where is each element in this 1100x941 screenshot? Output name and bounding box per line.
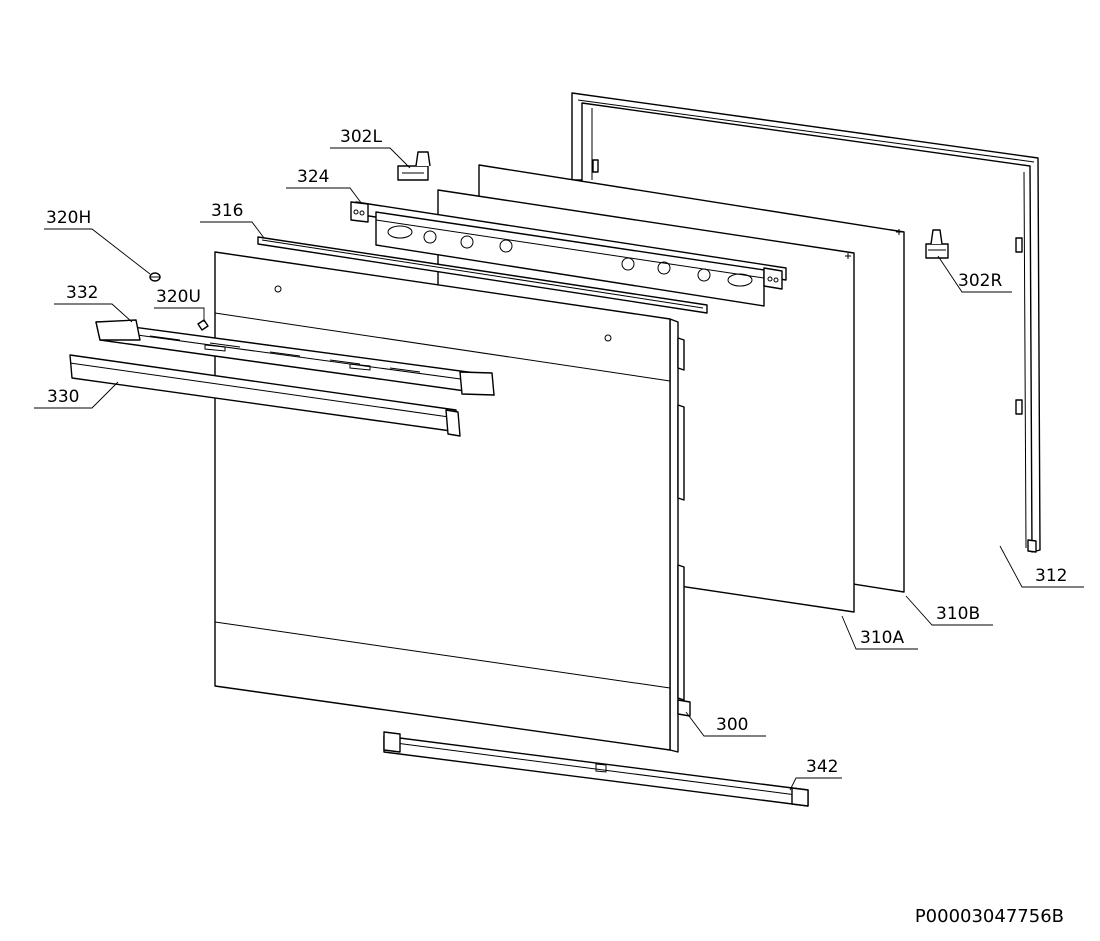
part-342-bottom-profile: [383, 731, 809, 807]
leader-lines: [34, 147, 1084, 791]
label-320U: 320U: [156, 287, 201, 307]
label-342: 342: [806, 757, 838, 777]
part-324-bracket: [350, 201, 787, 307]
part-300-front-panel: [214, 251, 691, 753]
part-302L-hinge-clip: [397, 151, 431, 181]
label-310B: 310B: [936, 604, 980, 624]
part-330-handle-profile: [69, 354, 461, 437]
label-312: 312: [1035, 566, 1067, 586]
label-302R: 302R: [958, 271, 1002, 291]
part-332-vent-bracket: [95, 319, 495, 396]
part-302R-hinge-clip: [925, 229, 949, 259]
document-id: P00003047756B: [914, 906, 1064, 927]
part-320U-nut: [197, 319, 209, 331]
label-332: 332: [66, 283, 98, 303]
label-300: 300: [716, 715, 748, 735]
label-330: 330: [47, 387, 79, 407]
label-302L: 302L: [340, 127, 382, 147]
part-316-seal-strip: [257, 236, 708, 314]
label-310A: 310A: [860, 628, 904, 648]
label-316: 316: [211, 201, 243, 221]
label-324: 324: [297, 167, 329, 187]
part-320H-screw: [149, 272, 161, 282]
label-320H: 320H: [46, 208, 91, 228]
